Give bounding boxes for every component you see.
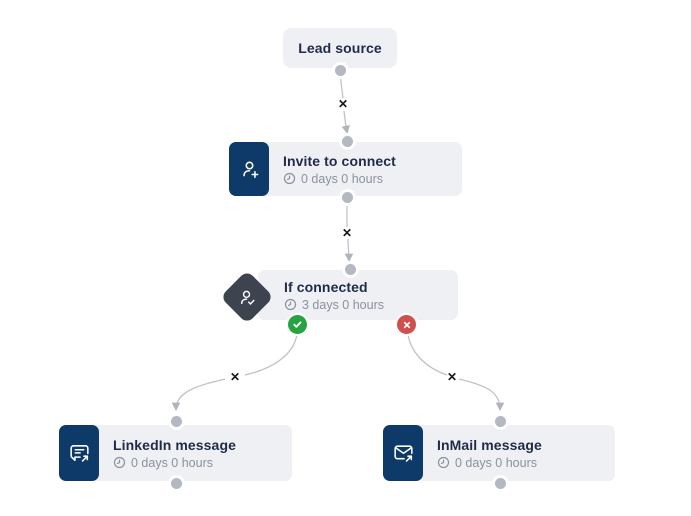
clock-icon [284, 298, 297, 311]
port-inmail-in[interactable] [494, 415, 506, 427]
branch-yes-handle[interactable] [288, 315, 307, 334]
branch-no-handle[interactable] [397, 315, 416, 334]
edge-lead-to-invite-b [341, 110, 350, 135]
edge-yes-to-linkedin-a [244, 333, 298, 376]
delay-text: 0 days 0 hours [131, 455, 213, 470]
port-invite-in[interactable] [341, 135, 353, 147]
port-inmail-out[interactable] [494, 477, 506, 489]
delay-text: 0 days 0 hours [455, 455, 537, 470]
node-title: InMail message [437, 436, 542, 453]
edge-delete-button[interactable]: ✕ [227, 369, 243, 385]
node-inmail-message[interactable]: InMail message 0 days 0 hours [383, 425, 615, 481]
node-if-connected[interactable]: If connected 3 days 0 hours [258, 270, 458, 320]
edge-lead-to-invite-a [339, 71, 344, 99]
node-title: Invite to connect [283, 152, 396, 169]
clock-icon [283, 172, 296, 185]
cross-icon [403, 321, 410, 328]
edge-delete-button[interactable]: ✕ [444, 369, 460, 385]
delay-row: 3 days 0 hours [284, 298, 384, 312]
chat-send-icon [59, 425, 99, 481]
node-title: LinkedIn message [113, 436, 236, 453]
edge-yes-to-linkedin-b [171, 378, 226, 412]
edge-no-to-inmail-a [407, 333, 448, 376]
port-if-connected-in[interactable] [344, 263, 356, 275]
check-icon [293, 321, 302, 328]
port-lead-source-out[interactable] [334, 64, 346, 76]
clock-icon [437, 456, 450, 469]
person-add-icon [229, 142, 269, 196]
port-invite-out[interactable] [341, 191, 353, 203]
delay-text: 3 days 0 hours [302, 297, 384, 312]
mail-send-icon [383, 425, 423, 481]
node-lead-source[interactable]: Lead source [283, 28, 397, 68]
delay-row: 0 days 0 hours [283, 172, 396, 186]
edge-delete-button[interactable]: ✕ [335, 96, 351, 112]
node-title: If connected [284, 278, 368, 295]
node-linkedin-message[interactable]: LinkedIn message 0 days 0 hours [59, 425, 292, 481]
node-title: Lead source [298, 40, 382, 56]
port-linkedin-out[interactable] [170, 477, 182, 489]
person-check-icon [220, 270, 274, 324]
edge-invite-to-if-b [344, 238, 354, 263]
edge-delete-button[interactable]: ✕ [339, 225, 355, 241]
delay-row: 0 days 0 hours [437, 456, 542, 470]
port-linkedin-in[interactable] [170, 415, 182, 427]
clock-icon [113, 456, 126, 469]
edge-no-to-inmail-b [458, 378, 505, 412]
delay-row: 0 days 0 hours [113, 456, 236, 470]
node-invite-to-connect[interactable]: Invite to connect 0 days 0 hours [229, 142, 462, 196]
delay-text: 0 days 0 hours [301, 171, 383, 186]
